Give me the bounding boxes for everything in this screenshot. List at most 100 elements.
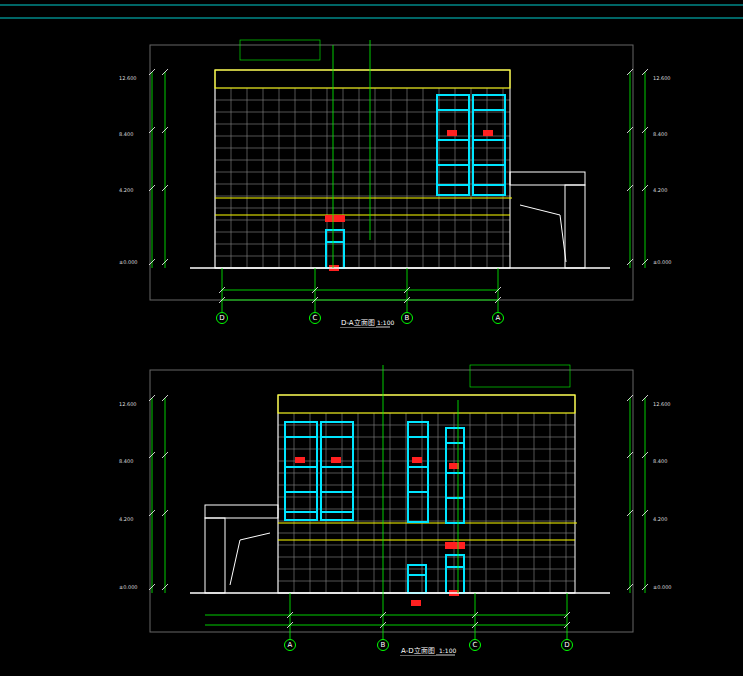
axis-letter: D [564, 642, 569, 649]
dimension-tick [642, 452, 648, 458]
axis-letter: D [219, 315, 224, 322]
facade-grid [423, 88, 424, 268]
dimension-line [630, 398, 631, 593]
axis-line [475, 593, 476, 639]
roof-dimension [240, 40, 320, 60]
level-mark: ±0.000 [118, 585, 139, 590]
axis-line [383, 593, 384, 639]
dimension-line [205, 615, 567, 616]
level-mark: 8.400 [118, 459, 134, 464]
window-mullion [326, 241, 344, 243]
level-mark: 4.200 [118, 188, 134, 193]
dimension-line [205, 625, 567, 626]
dimension-tick [312, 287, 318, 293]
facade-grid [278, 557, 575, 558]
window-mark [447, 130, 457, 136]
facade-grid [342, 413, 343, 593]
dimension-tick [287, 622, 293, 628]
axis-letter: B [381, 642, 386, 649]
axis-letter: B [405, 315, 410, 322]
dimension-tick [162, 185, 168, 191]
level-mark: 4.200 [118, 517, 134, 522]
dimension-tick [642, 69, 648, 75]
window-mullion [285, 491, 317, 493]
level-mark: ±0.000 [118, 260, 139, 265]
facade-grid [215, 160, 510, 161]
dimension-tick [627, 127, 633, 133]
window-frame [437, 95, 469, 195]
facade-grid [390, 413, 391, 593]
facade-grid [486, 413, 487, 593]
dimension-tick [149, 584, 155, 590]
dimension-tick [219, 287, 225, 293]
canopy-brace [230, 533, 270, 585]
facade-grid [278, 449, 575, 450]
ground-line [190, 592, 610, 594]
facade-grid [375, 88, 376, 268]
facade-grid [215, 148, 510, 149]
dimension-tick [149, 395, 155, 401]
facade-grid [391, 88, 392, 268]
window-frame [326, 230, 344, 268]
side-canopy [510, 172, 585, 185]
dimension-tick [564, 612, 570, 618]
axis-bubble: B [377, 639, 389, 651]
dimension-tick [642, 395, 648, 401]
level-mark: 8.400 [118, 132, 134, 137]
window-mark [449, 463, 459, 469]
axis-letter: A [496, 315, 501, 322]
dimension-tick [627, 259, 633, 265]
sheet-border [0, 5, 743, 6]
dimension-tick [287, 612, 293, 618]
dimension-tick [495, 287, 501, 293]
axis-letter: C [473, 642, 478, 649]
roof-dimension [470, 365, 570, 387]
facade-grid [487, 88, 488, 268]
window-mullion [285, 511, 317, 513]
dimension-tick [627, 510, 633, 516]
window-mullion [446, 566, 464, 568]
facade-grid [295, 88, 296, 268]
facade-grid [215, 124, 510, 125]
axis-line [290, 593, 291, 639]
building-outline [215, 70, 510, 268]
window-mullion [408, 466, 428, 468]
dimension-tick [404, 297, 410, 303]
dimension-tick [564, 622, 570, 628]
facade-grid [359, 88, 360, 268]
dimension-tick [642, 259, 648, 265]
dimension-line [152, 398, 153, 593]
window-mullion [321, 491, 353, 493]
level-mark: 8.400 [652, 132, 668, 137]
side-canopy [205, 505, 278, 518]
level-mark: ±0.000 [652, 585, 673, 590]
facade-grid [566, 413, 567, 593]
view-title: A-D立面图 [400, 648, 436, 655]
window-mullion [437, 139, 469, 141]
facade-grid [215, 172, 510, 173]
level-mark: 4.200 [652, 517, 668, 522]
dimension-tick [162, 395, 168, 401]
facade-grid [278, 461, 575, 462]
dimension-tick [472, 622, 478, 628]
facade-grid [215, 184, 510, 185]
dimension-tick [149, 259, 155, 265]
facade-grid [311, 88, 312, 268]
dimension-tick [495, 297, 501, 303]
window-mullion [446, 472, 464, 474]
window-frame [408, 422, 428, 522]
facade-grid [278, 509, 575, 510]
dimension-tick [162, 259, 168, 265]
facade-grid [215, 100, 510, 101]
window-frame [321, 422, 353, 520]
axis-line [567, 593, 568, 639]
dimension-tick [627, 69, 633, 75]
level-mark: 12.600 [118, 76, 138, 81]
facade-grid [310, 413, 311, 593]
dimension-line [152, 72, 153, 268]
window-mark [483, 130, 493, 136]
ground-line [190, 267, 610, 269]
leader-line [383, 365, 384, 593]
dimension-tick [642, 510, 648, 516]
